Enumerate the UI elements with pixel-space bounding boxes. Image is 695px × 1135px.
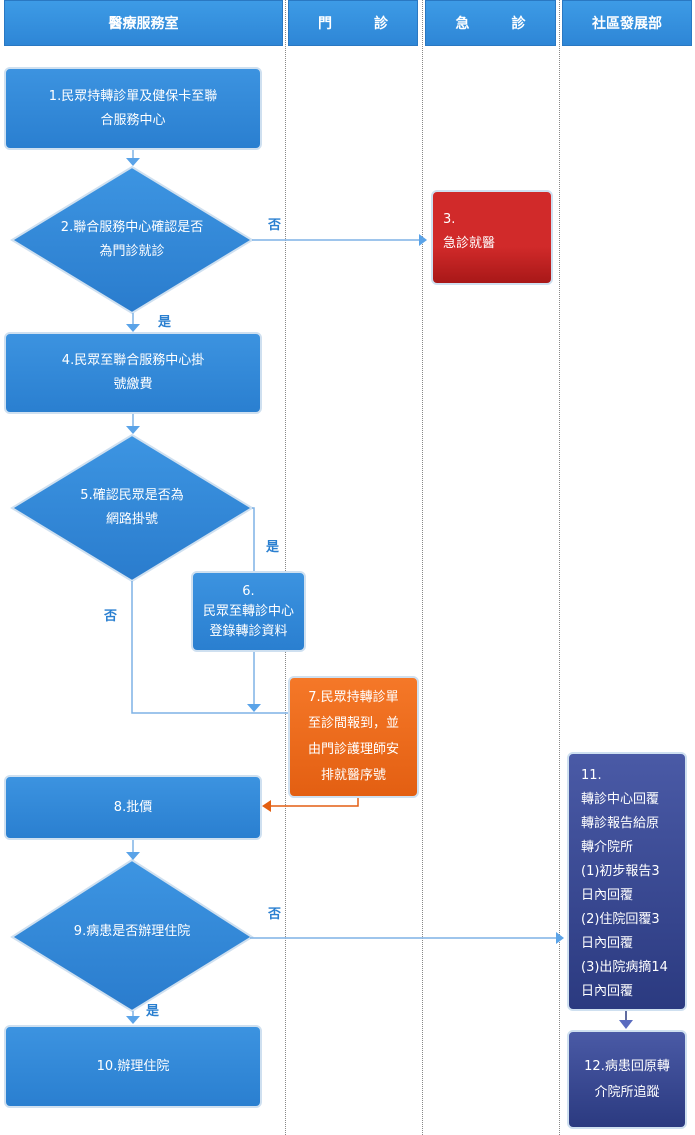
step-8-box: 8.批價: [4, 775, 262, 840]
step-text: 1.民眾持轉診單及健保卡至聯: [48, 88, 218, 104]
step-text: 6.: [242, 583, 255, 599]
step-text: (2)住院回覆3: [581, 912, 660, 927]
lane-title: 醫療服務室: [108, 16, 179, 32]
arrow-head: [247, 704, 261, 712]
connector-5-6: [252, 507, 255, 571]
step-10-box: 10.辦理住院: [4, 1025, 262, 1108]
label-no: 否: [104, 609, 118, 624]
step-text: 登錄轉診資料: [209, 623, 288, 639]
arrow-head: [126, 426, 140, 434]
step-text: 合服務中心: [100, 112, 166, 128]
arrow-head: [619, 1020, 633, 1029]
step-text: 號繳費: [113, 377, 153, 392]
arrow-head: [262, 800, 271, 812]
step-text: 7.民眾持轉診單: [308, 690, 399, 705]
label-yes: 是: [158, 315, 172, 330]
step-text: 10.辦理住院: [96, 1058, 170, 1074]
lane-title: 門 診: [318, 16, 388, 32]
step-3-box: 3. 急診就醫: [431, 190, 553, 285]
step-text: 由門診護理師安: [307, 742, 399, 757]
step-12-box: 12.病患回原轉介院所追蹤: [567, 1030, 687, 1129]
step-text: 為門診就診: [99, 244, 165, 259]
lane-header-community: 社區發展部: [562, 0, 692, 46]
step-1-box: 1.民眾持轉診單及健保卡至聯合服務中心: [4, 67, 262, 150]
step-text: 8.批價: [113, 799, 153, 815]
step-text: (3)出院病摘14: [581, 960, 668, 975]
step-text: 急診就醫: [443, 236, 496, 251]
step-6-box: 6. 民眾至轉診中心 登錄轉診資料: [191, 571, 306, 652]
lane-header-medical: 醫療服務室: [4, 0, 283, 46]
step-text: 9.病患是否辦理住院: [73, 924, 191, 939]
step-text: 轉介院所: [581, 840, 634, 855]
label-yes: 是: [146, 1004, 160, 1019]
step-7-box: 7.民眾持轉診單 至診間報到，並 由門診護理師安 排就醫序號: [288, 676, 419, 798]
step-text: 日內回覆: [581, 888, 634, 903]
connector-7-8: [270, 796, 359, 807]
step-text: 轉診中心回覆: [581, 792, 660, 807]
lane-divider: [285, 0, 286, 1135]
decision-diamond-2: [10, 165, 254, 315]
label-no: 否: [268, 907, 282, 922]
step-text: 11.: [581, 768, 602, 783]
label-no: 否: [268, 218, 282, 233]
lane-divider: [422, 0, 423, 1135]
lane-header-emergency: 急 診: [425, 0, 556, 46]
step-text: 4.民眾至聯合服務中心掛: [61, 353, 205, 368]
step-text: 日內回覆: [581, 936, 634, 951]
step-text: 3.: [443, 212, 456, 227]
step-text: 5.確認民眾是否為: [80, 488, 184, 503]
step-9-text: 9.病患是否辦理住院: [12, 920, 252, 944]
step-text: 排就醫序號: [320, 768, 386, 783]
step-text: 介院所追蹤: [594, 1084, 660, 1100]
step-11-box: 11. 轉診中心回覆 轉診報告給原 轉介院所 (1)初步報告3 日內回覆 (2)…: [567, 752, 687, 1011]
lane-divider: [559, 0, 560, 1135]
connector-5-no: [131, 581, 288, 714]
step-2-text: 2.聯合服務中心確認是否為門診就診: [12, 216, 252, 264]
step-text: 至診間報到，並: [307, 716, 399, 731]
label-yes: 是: [266, 540, 280, 555]
lane-header-outpatient: 門 診: [288, 0, 418, 46]
arrow-head: [126, 1016, 140, 1024]
step-4-box: 4.民眾至聯合服務中心掛號繳費: [4, 332, 262, 414]
arrow-head: [419, 234, 427, 246]
step-text: 轉診報告給原: [581, 816, 660, 831]
step-5-text: 5.確認民眾是否為網路掛號: [12, 484, 252, 532]
lane-title: 急 診: [455, 16, 526, 32]
decision-diamond-9: [10, 858, 254, 1013]
step-text: 網路掛號: [105, 512, 158, 527]
arrow-head: [556, 932, 564, 944]
step-text: 2.聯合服務中心確認是否: [60, 220, 204, 235]
lane-title: 社區發展部: [592, 16, 662, 32]
step-text: 日內回覆: [581, 984, 634, 999]
step-text: 民眾至轉診中心: [202, 603, 294, 619]
arrow-head: [126, 324, 140, 332]
arrow-head: [126, 158, 140, 166]
step-text: (1)初步報告3: [581, 864, 660, 879]
arrow-head: [126, 852, 140, 860]
step-text: 12.病患回原轉: [584, 1058, 670, 1074]
